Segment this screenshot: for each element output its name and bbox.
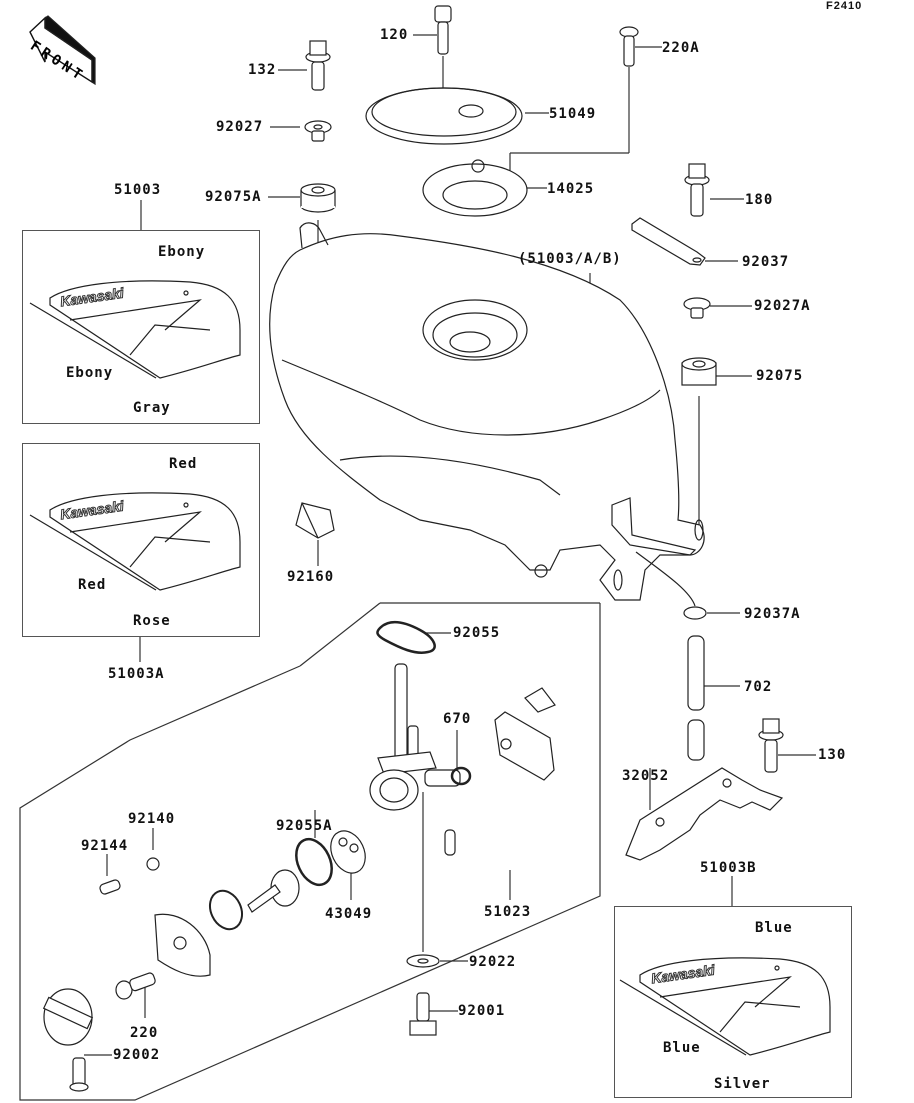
tank-label[interactable]: (51003/A/B) — [518, 251, 622, 267]
screw-220-icon — [115, 972, 156, 1000]
valve-cover-icon — [494, 687, 556, 781]
lever-icon — [247, 869, 300, 913]
color-label-51003-bottom: Gray — [133, 400, 171, 416]
screw-92002-icon — [69, 1057, 89, 1092]
part-label-51023[interactable]: 51023 — [484, 904, 532, 920]
part-label-130[interactable]: 130 — [818, 747, 847, 763]
bolt-130-icon — [758, 718, 784, 773]
decal-shape-51003B-icon — [619, 957, 831, 1056]
part-label-92001[interactable]: 92001 — [458, 1003, 506, 1019]
fuel-tank-icon — [269, 222, 705, 601]
bolt-92001-icon — [409, 992, 437, 1036]
part-label-670[interactable]: 670 — [443, 711, 472, 727]
spring-92144-icon — [99, 879, 121, 895]
o-ring-670-icon — [450, 766, 472, 786]
part-label-43049[interactable]: 43049 — [325, 906, 373, 922]
part-label-132[interactable]: 132 — [248, 62, 277, 78]
part-label-92160[interactable]: 92160 — [287, 569, 335, 585]
decal-shape-51003-icon — [29, 280, 241, 379]
part-label-220[interactable]: 220 — [130, 1025, 159, 1041]
part-label-92055A[interactable]: 92055A — [276, 818, 333, 834]
clip-92160-icon — [295, 502, 335, 539]
part-label-92027A[interactable]: 92027A — [754, 298, 811, 314]
part-label-92140[interactable]: 92140 — [128, 811, 176, 827]
valve-plate-icon — [154, 913, 211, 977]
o-ring-92055A-icon — [295, 837, 333, 887]
color-label-51003B-bottom: Silver — [714, 1076, 771, 1092]
part-label-92037[interactable]: 92037 — [742, 254, 790, 270]
part-label-14025[interactable]: 14025 — [547, 181, 595, 197]
collar-92027-icon — [304, 120, 332, 142]
part-label-702[interactable]: 702 — [744, 679, 773, 695]
leader-lines — [84, 34, 816, 1056]
fuel-valve-51023-icon — [369, 663, 461, 856]
color-label-51003A-bottom: Rose — [133, 613, 171, 629]
gasket-43049-icon — [330, 830, 366, 874]
decal-part-51003A[interactable]: 51003A — [108, 666, 165, 682]
decal-shape-51003A-icon — [29, 492, 241, 591]
part-label-92075[interactable]: 92075 — [756, 368, 804, 384]
grommet-92075A-icon — [300, 183, 336, 213]
decal-box-51003B — [614, 906, 852, 1098]
valve-knob-icon — [42, 988, 94, 1046]
part-label-51049[interactable]: 51049 — [549, 106, 597, 122]
decal-box-51003 — [22, 230, 260, 424]
hose-702-icon — [687, 635, 705, 761]
bolt-180-icon — [684, 163, 710, 217]
part-label-180[interactable]: 180 — [745, 192, 774, 208]
part-label-32052[interactable]: 32052 — [622, 768, 670, 784]
color-label-51003-top: Ebony — [158, 244, 206, 260]
fuel-valve-group-frame — [19, 602, 601, 1101]
bolt-120-icon — [434, 5, 452, 55]
decal-part-51003B[interactable]: 51003B — [700, 860, 757, 876]
part-label-220A[interactable]: 220A — [662, 40, 700, 56]
part-label-120[interactable]: 120 — [380, 27, 409, 43]
bracket-32052-icon — [625, 767, 784, 861]
front-arrow-icon — [29, 15, 96, 86]
decal-box-51003A — [22, 443, 260, 637]
part-label-92002[interactable]: 92002 — [113, 1047, 161, 1063]
bolt-132-icon — [305, 40, 331, 91]
color-label-51003B-left: Blue — [663, 1040, 701, 1056]
gasket-92055-icon — [376, 620, 436, 654]
color-label-51003A-left: Red — [78, 577, 107, 593]
figure-code: F2410 — [826, 0, 863, 12]
decal-part-51003[interactable]: 51003 — [114, 182, 162, 198]
collar-92027A-icon — [683, 297, 711, 319]
screw-220A-icon — [619, 26, 639, 67]
strap-92037-icon — [631, 217, 706, 266]
part-label-92075A[interactable]: 92075A — [205, 189, 262, 205]
part-label-92027[interactable]: 92027 — [216, 119, 264, 135]
color-label-51003-left: Ebony — [66, 365, 114, 381]
part-label-92037A[interactable]: 92037A — [744, 606, 801, 622]
cap-plate-51049-icon — [365, 87, 523, 145]
part-label-92022[interactable]: 92022 — [469, 954, 517, 970]
washer-icon — [208, 889, 244, 931]
color-label-51003A-top: Red — [169, 456, 198, 472]
ball-92140-icon — [146, 857, 160, 871]
ring-14025-icon — [422, 159, 528, 217]
grommet-92075-icon — [681, 357, 717, 386]
band-92037A-icon — [635, 551, 707, 620]
part-label-92144[interactable]: 92144 — [81, 838, 129, 854]
color-label-51003B-top: Blue — [755, 920, 793, 936]
washer-92022-icon — [406, 954, 440, 968]
part-label-92055[interactable]: 92055 — [453, 625, 501, 641]
